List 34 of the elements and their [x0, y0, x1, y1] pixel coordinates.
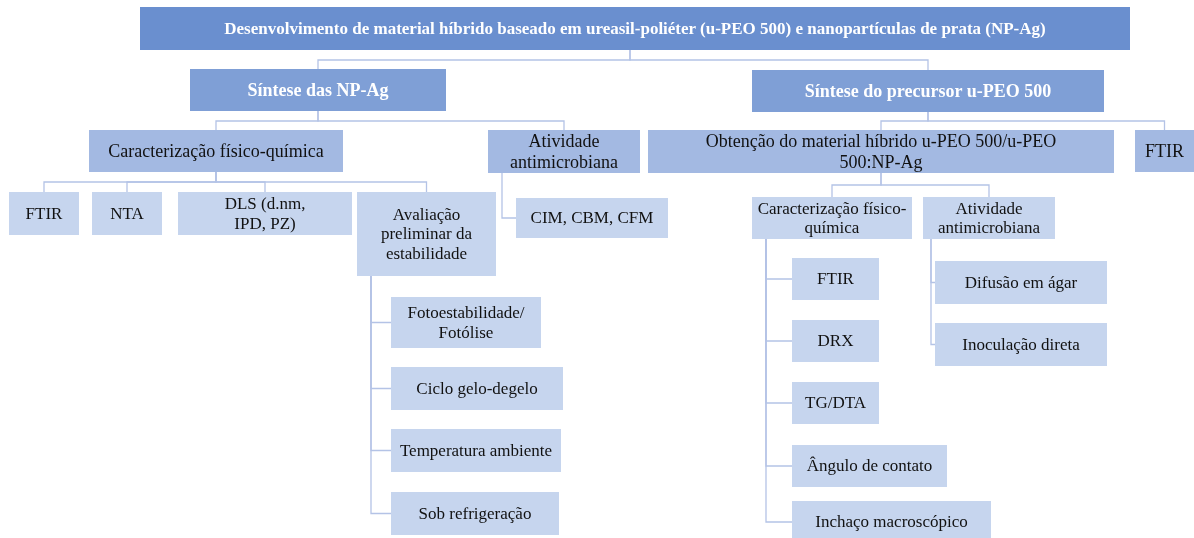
process-box: Atividade antimicrobiana: [488, 130, 640, 173]
process-box: Obtenção do material híbrido u-PEO 500/u-PEO 500:NP-Ag: [648, 130, 1114, 173]
process-box: NTA: [92, 192, 162, 235]
process-box: FTIR: [792, 258, 879, 300]
connector-line: [930, 238, 936, 346]
process-box: Ciclo gelo-degelo: [391, 367, 563, 410]
process-box: FTIR: [1135, 130, 1194, 172]
process-box: Síntese do precursor u-PEO 500: [752, 70, 1104, 112]
process-box: FTIR: [9, 192, 79, 235]
process-box: Atividade antimicrobiana: [923, 197, 1055, 239]
process-box: Inoculação direta: [935, 323, 1107, 366]
title-box: Desenvolvimento de material híbrido baseado em ureasil-poliéter (u-PEO 500) e nanopartículas de prata (NP-Ag): [140, 7, 1130, 50]
process-box: DLS (d.nm, IPD, PZ): [178, 192, 352, 235]
connector-line: [215, 171, 428, 193]
process-box: Inchaço macroscópico: [792, 501, 991, 538]
process-box: Síntese das NP-Ag: [190, 69, 446, 111]
connector-line: [880, 172, 990, 198]
connector-line: [501, 172, 517, 219]
process-box: DRX: [792, 320, 879, 362]
process-box: Sob refrigeração: [391, 492, 559, 535]
process-box: Difusão em ágar: [935, 261, 1107, 304]
process-box: Ângulo de contato: [792, 445, 947, 487]
process-box: Caracterização físico-química: [752, 197, 912, 239]
connector-line: [629, 49, 929, 71]
process-box: TG/DTA: [792, 382, 879, 424]
process-box: Caracterização físico-química: [89, 130, 343, 172]
process-box: Temperatura ambiente: [391, 429, 561, 472]
connector-line: [370, 275, 392, 515]
process-box: Avaliação preliminar da estabilidade: [357, 192, 496, 276]
process-box: CIM, CBM, CFM: [516, 198, 668, 238]
process-box: Fotoestabilidade/ Fotólise: [391, 297, 541, 348]
connector-line: [317, 110, 565, 131]
connector-line: [765, 238, 793, 523]
connector-line: [927, 111, 1166, 131]
